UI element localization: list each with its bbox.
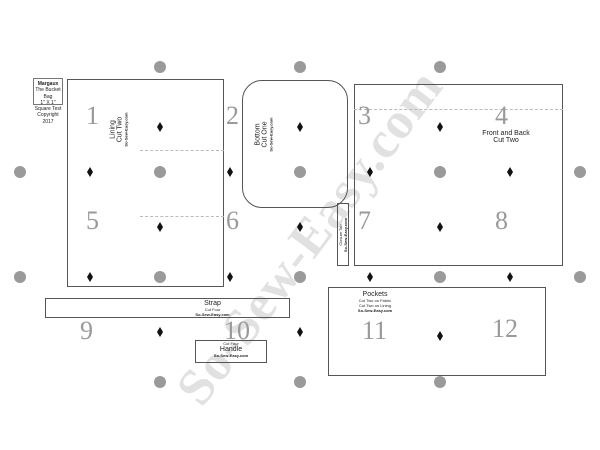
page-join-line [354, 109, 563, 110]
info-line2: 1" X 1" Square Test [34, 99, 62, 112]
page-number-12: 12 [492, 314, 518, 343]
page-number-6: 6 [226, 206, 239, 235]
closure-tab-label: Closure Tab So-Sew-Easy.com [338, 209, 348, 261]
strap-name: Strap [204, 300, 221, 307]
strap-piece [45, 298, 290, 318]
front-back-label: Front and Back Cut Two [466, 130, 546, 144]
pockets-cut1: Cut Two on Fabric [358, 298, 392, 303]
alignment-diamond [157, 122, 163, 132]
page-join-line [140, 150, 224, 151]
alignment-diamond [367, 272, 373, 282]
lining-label: Lining Cut Two So-Sew-Easy.com [110, 105, 129, 155]
alignment-diamond [227, 167, 233, 177]
registration-dot [574, 166, 586, 178]
handle-label: Cut Four Handle So-Sew-Easy.com [195, 341, 267, 358]
handle-cut: Cut Four [223, 341, 239, 346]
alignment-diamond [157, 327, 163, 337]
registration-dot [434, 271, 446, 283]
alignment-diamond [297, 327, 303, 337]
registration-dot [434, 61, 446, 73]
alignment-diamond [87, 167, 93, 177]
lining-cut: Cut Two [116, 116, 124, 143]
registration-dot [14, 166, 26, 178]
registration-dot [154, 166, 166, 178]
alignment-diamond [507, 167, 513, 177]
bottom-label: Bottom Cut One So-Sew-Easy.com [255, 110, 274, 160]
lining-name: Lining [109, 120, 117, 139]
tab-brand: So-Sew-Easy.com [343, 217, 348, 253]
page-join-line [140, 216, 224, 217]
handle-name: Handle [219, 346, 243, 353]
registration-dot [294, 376, 306, 388]
pockets-piece [328, 287, 546, 376]
alignment-diamond [297, 222, 303, 232]
alignment-diamond [297, 122, 303, 132]
registration-dot [154, 61, 166, 73]
alignment-diamond [437, 222, 443, 232]
pockets-brand: So-Sew-Easy.com [357, 308, 393, 313]
front-back-name: Front and Back [482, 130, 530, 137]
page-number-5: 5 [86, 206, 99, 235]
registration-dot [14, 271, 26, 283]
alignment-diamond [157, 222, 163, 232]
bottom-piece [242, 80, 348, 208]
pockets-cut2: Cut Two on Lining [359, 303, 391, 308]
page-number-1: 1 [86, 101, 99, 130]
bottom-name: Bottom [254, 123, 262, 146]
registration-dot [294, 271, 306, 283]
bottom-cut: Cut One [261, 121, 269, 148]
strap-cut: Cut Four [204, 307, 221, 312]
page-number-4: 4 [495, 101, 508, 130]
alignment-diamond [367, 167, 373, 177]
info-title: Margaux [37, 81, 59, 87]
page-number-2: 2 [226, 101, 239, 130]
pattern-info-box: Margaux The Bucket Bag 1" X 1" Square Te… [33, 78, 63, 125]
alignment-diamond [437, 122, 443, 132]
registration-dot [574, 271, 586, 283]
registration-dot [294, 166, 306, 178]
pockets-name: Pockets [362, 291, 388, 298]
registration-dot [154, 376, 166, 388]
registration-dot [154, 271, 166, 283]
page-number-8: 8 [495, 206, 508, 235]
front-back-cut: Cut Two [493, 137, 519, 144]
alignment-diamond [227, 272, 233, 282]
closure-tab-piece [337, 203, 349, 266]
alignment-diamond [437, 331, 443, 341]
page-number-7: 7 [358, 206, 371, 235]
handle-piece [195, 340, 267, 363]
lining-brand: So-Sew-Easy.com [123, 112, 129, 147]
registration-dot [434, 166, 446, 178]
registration-dot [434, 376, 446, 388]
lining-piece [67, 79, 224, 287]
registration-dot [294, 61, 306, 73]
page-number-11: 11 [362, 316, 388, 345]
alignment-diamond [507, 272, 513, 282]
pockets-label: Pockets Cut Two on Fabric Cut Two on Lin… [345, 291, 405, 313]
handle-brand: So-Sew-Easy.com [213, 353, 249, 358]
bottom-brand: So-Sew-Easy.com [268, 117, 274, 152]
page-number-9: 9 [80, 316, 93, 345]
alignment-diamond [87, 272, 93, 282]
strap-brand: So-Sew-Easy.com [195, 312, 230, 317]
strap-label: Strap Cut Four So-Sew-Easy.com [180, 300, 245, 317]
info-line1: The Bucket Bag [35, 87, 61, 100]
page-number-3: 3 [358, 101, 371, 130]
info-line3: Copyright 2017 [37, 112, 59, 125]
front-back-piece [354, 84, 563, 266]
page-number-10: 10 [224, 316, 250, 345]
